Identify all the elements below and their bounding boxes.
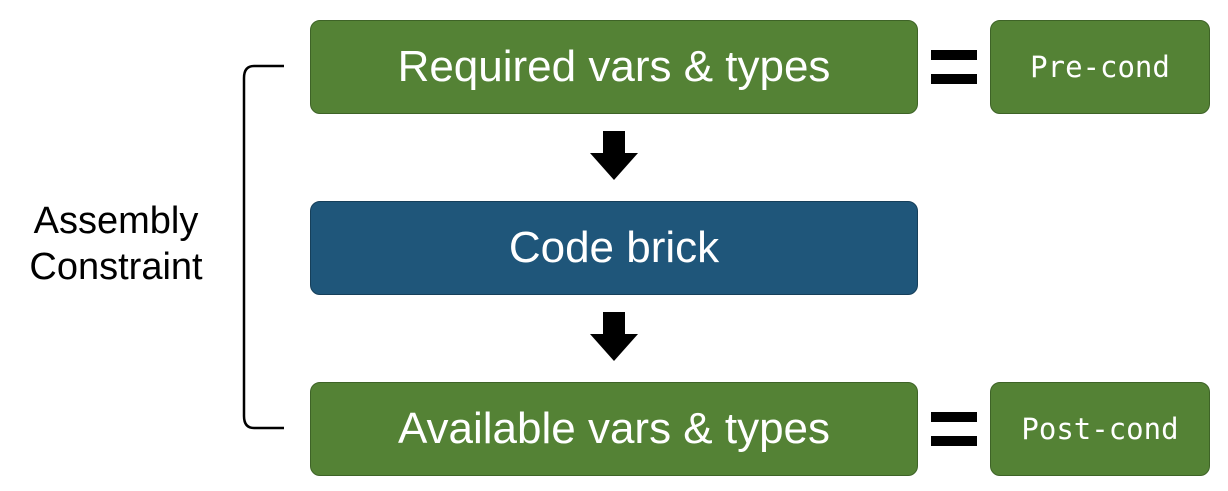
- equals-icon: [931, 50, 977, 84]
- left-bracket: [242, 64, 284, 430]
- down-arrow-icon: [590, 131, 638, 180]
- pre-cond-label: Pre-cond: [1030, 50, 1170, 84]
- required-vars-label: Required vars & types: [397, 42, 831, 91]
- available-vars-label: Available vars & types: [397, 404, 831, 453]
- code-brick-label: Code brick: [508, 223, 720, 272]
- pre-cond-box: Pre-cond: [990, 20, 1210, 114]
- available-vars-box: Available vars & types: [310, 382, 918, 476]
- constraint-label-line-2: Constraint: [29, 246, 203, 288]
- post-cond-box: Post-cond: [990, 382, 1210, 476]
- code-brick-box: Code brick: [310, 201, 918, 295]
- equals-icon: [931, 412, 977, 446]
- assembly-constraint-label: Assembly Constraint: [0, 198, 232, 290]
- down-arrow-icon: [590, 312, 638, 361]
- required-vars-box: Required vars & types: [310, 20, 918, 114]
- constraint-label-line-1: Assembly: [33, 200, 199, 242]
- post-cond-label: Post-cond: [1021, 412, 1179, 446]
